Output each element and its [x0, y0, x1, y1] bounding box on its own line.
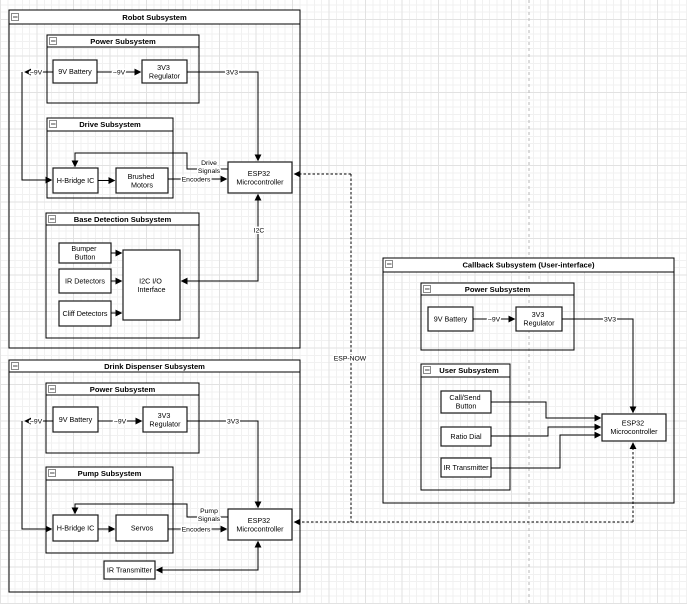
edge-label: ~9V [114, 418, 127, 425]
dispenser-esp32-label: ESP32 Microcontroller [236, 516, 284, 534]
robot-brushed-motors-label: Brushed Motors [128, 172, 157, 190]
dispenser-servos-box[interactable] [115, 514, 169, 542]
dispenser-hbridge-label: H-Bridge IC [57, 524, 95, 533]
dispenser-pump-title: Pump Subsystem [78, 469, 142, 478]
dispenser-ir-transmitter-label: IR Transmitter [107, 566, 153, 575]
robot-subsystem-titlebar[interactable] [8, 9, 301, 25]
collapse-icon[interactable] [48, 385, 56, 393]
callback-power-titlebar[interactable] [420, 282, 575, 296]
robot-esp32-label: ESP32 Microcontroller [236, 169, 284, 187]
collapse-icon[interactable] [48, 469, 56, 477]
robot-9v-battery-label: 9V Battery [58, 67, 92, 76]
edge-label: Encoders [182, 176, 211, 183]
edge-label: ~9V [488, 316, 501, 323]
callback-subsystem-title: Callback Subsystem (User-interface) [462, 260, 595, 269]
edge-label: ~9V [30, 69, 43, 76]
robot-power-titlebar[interactable] [46, 34, 200, 48]
robot-bumper-button-label: Bumper Button [71, 244, 98, 262]
dispenser-ir-transmitter-box[interactable] [103, 560, 156, 580]
edge-callback-call-send-to-esp32[interactable] [491, 401, 602, 422]
edge-robot-9v-to-hbridge[interactable] [21, 72, 53, 184]
dispenser-hbridge-box[interactable] [52, 514, 99, 542]
collapse-icon[interactable] [49, 120, 57, 128]
dispenser-subsystem-titlebar[interactable] [8, 359, 301, 373]
collapse-icon[interactable] [11, 362, 19, 370]
robot-brushed-motors-box[interactable] [115, 167, 169, 194]
collapse-icon[interactable] [49, 37, 57, 45]
collapse-icon[interactable] [11, 13, 19, 21]
edge-robot-3v3-to-esp32[interactable] [187, 71, 262, 162]
robot-power-title: Power Subsystem [90, 37, 156, 46]
edge-callback-3v3-to-esp32[interactable] [562, 318, 637, 414]
robot-hbridge-label: H-Bridge IC [57, 176, 95, 185]
dispenser-9v-battery-box[interactable] [52, 406, 99, 433]
callback-power-title: Power Subsystem [465, 285, 531, 294]
robot-cliff-detectors-label: Cliff Detectors [62, 309, 107, 318]
callback-3v3-regulator-label: 3V3 Regulator [523, 310, 555, 328]
robot-drive-title: Drive Subsystem [79, 120, 141, 129]
dispenser-servos-label: Servos [131, 524, 154, 533]
edge-callback-ratio-to-esp32[interactable] [491, 423, 602, 437]
robot-3v3-regulator-label: 3V3 Regulator [149, 63, 181, 81]
callback-subsystem-titlebar[interactable] [382, 257, 675, 273]
callback-ratio-dial-label: Ratio Dial [450, 432, 482, 441]
callback-user-title: User Subsystem [439, 366, 499, 375]
dispenser-3v3-regulator-label: 3V3 Regulator [149, 411, 181, 429]
robot-i2c-io-interface-box[interactable] [122, 249, 181, 321]
edge-dispenser-9v-to-hbridge[interactable] [21, 421, 53, 533]
callback-esp32-box[interactable] [601, 413, 667, 442]
edge-dispenser-pump-signals[interactable] [71, 503, 228, 518]
edge-label: Signals [198, 168, 221, 175]
edge-label: ~9V [113, 69, 126, 76]
edge-label: I2C [254, 227, 265, 234]
robot-subsystem-title: Robot Subsystem [122, 13, 187, 22]
edge-callback-ir-to-esp32[interactable] [491, 431, 602, 469]
edge-label: 3V3 [226, 69, 238, 76]
edge-label: Signals [198, 516, 221, 523]
collapse-icon[interactable] [423, 366, 431, 374]
edge-label: Pump [200, 508, 218, 515]
collapse-icon[interactable] [385, 260, 393, 268]
robot-esp32-box[interactable] [227, 161, 293, 194]
callback-9v-battery-box[interactable] [427, 306, 474, 332]
edge-label: Encoders [182, 526, 211, 533]
edge-dispenser-esp32-to-ir[interactable] [155, 540, 262, 574]
dispenser-subsystem-title: Drink Dispenser Subsystem [104, 362, 205, 371]
robot-base-detection-title: Base Detection Subsystem [74, 215, 172, 224]
callback-3v3-regulator-box[interactable] [515, 306, 563, 332]
edge-robot-i2c[interactable] [180, 193, 262, 285]
callback-ir-transmitter-label: IR Transmitter [443, 463, 489, 472]
callback-user-titlebar[interactable] [420, 363, 511, 378]
callback-9v-battery-label: 9V Battery [434, 315, 468, 324]
robot-hbridge-box[interactable] [52, 167, 99, 194]
robot-ir-detectors-label: IR Detectors [65, 277, 105, 286]
dispenser-9v-battery-label: 9V Battery [59, 415, 93, 424]
dispenser-power-titlebar[interactable] [45, 382, 200, 396]
edge-label: 3V3 [604, 316, 616, 323]
collapse-icon[interactable] [423, 285, 431, 293]
callback-esp32-label: ESP32 Microcontroller [610, 419, 658, 437]
dispenser-esp32-box[interactable] [227, 508, 293, 541]
edge-dispenser-3v3-to-esp32[interactable] [187, 420, 262, 509]
dispenser-3v3-regulator-box[interactable] [142, 406, 188, 433]
edge-robot-drive-signals[interactable] [71, 152, 228, 170]
robot-drive-titlebar[interactable] [46, 117, 174, 132]
callback-call-send-button-label: Call/Send Button [449, 393, 482, 411]
dispenser-power-title: Power Subsystem [90, 385, 156, 394]
edge-label-esp-now: ESP-NOW [334, 355, 367, 362]
robot-ir-detectors-box[interactable] [58, 268, 112, 294]
edge-label: 3V3 [227, 418, 239, 425]
robot-i2c-io-interface-label: I2C I/O Interface [138, 276, 166, 294]
edge-label: ~9V [30, 418, 43, 425]
dispenser-pump-titlebar[interactable] [45, 466, 174, 481]
collapse-icon[interactable] [48, 215, 56, 223]
edge-label: Drive [201, 160, 217, 167]
